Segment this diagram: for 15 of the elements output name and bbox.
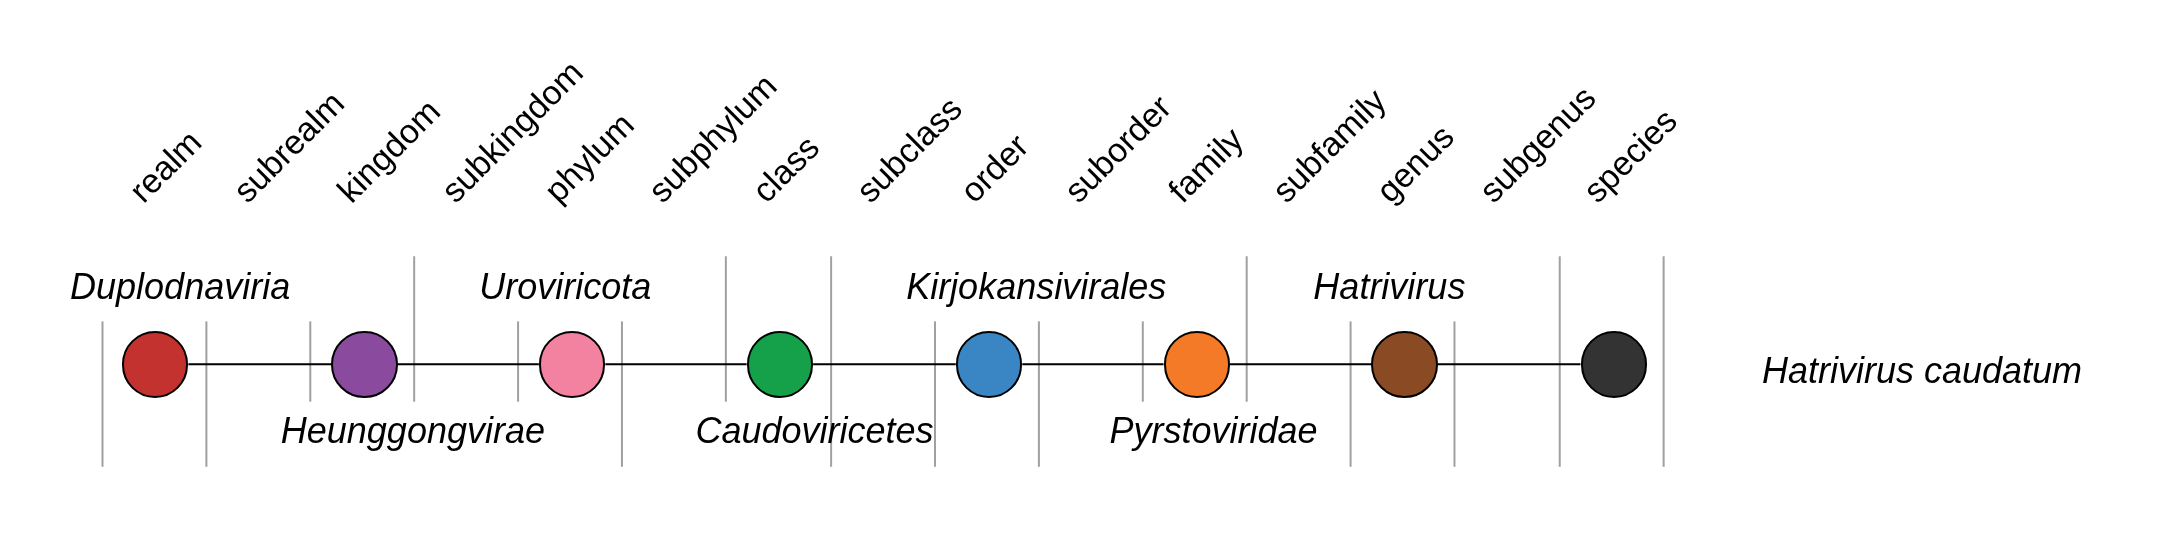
connector-line xyxy=(187,363,333,366)
connector-line xyxy=(1229,363,1373,366)
taxon-name: Duplodnaviria xyxy=(70,268,291,305)
taxon-name: Hatrivirus xyxy=(1313,268,1466,305)
taxon-name: Kirjokansivirales xyxy=(906,268,1167,305)
taxon-name: Pyrstoviridae xyxy=(1109,412,1318,449)
connector-line xyxy=(396,363,540,366)
taxon-name: Uroviricota xyxy=(479,268,652,305)
taxon-name: Heunggongvirae xyxy=(280,412,545,449)
connector-line xyxy=(1021,363,1165,366)
connector-line xyxy=(812,363,957,366)
taxon-name: Caudoviricetes xyxy=(695,412,934,449)
connector-line xyxy=(604,363,748,366)
connector-line xyxy=(1436,363,1582,366)
taxon-name: Hatrivirus caudatum xyxy=(1761,353,2083,390)
